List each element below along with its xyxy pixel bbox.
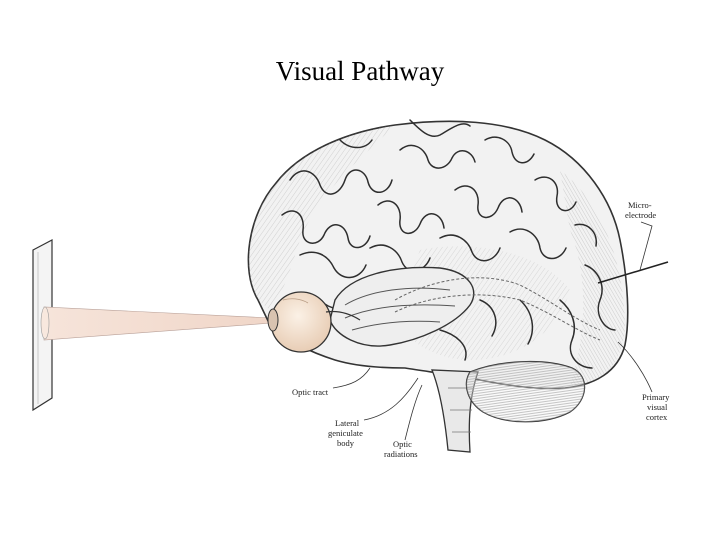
label-optic-radiations-1: Optic	[393, 439, 412, 449]
label-lateral-geniculate-1: Lateral	[335, 418, 360, 428]
label-primary-visual-cortex-1: Primary	[642, 392, 670, 402]
label-optic-radiations-2: radiations	[384, 449, 418, 459]
label-primary-visual-cortex-2: visual	[647, 402, 668, 412]
light-beam	[41, 307, 272, 340]
label-microelectrode-1: Micro-	[628, 200, 652, 210]
label-optic-tract: Optic tract	[292, 387, 329, 397]
label-primary-visual-cortex-3: cortex	[646, 412, 668, 422]
label-microelectrode-2: electrode	[625, 210, 656, 220]
label-lateral-geniculate-3: body	[337, 438, 355, 448]
label-lateral-geniculate-2: geniculate	[328, 428, 363, 438]
brain-illustration	[248, 120, 627, 452]
